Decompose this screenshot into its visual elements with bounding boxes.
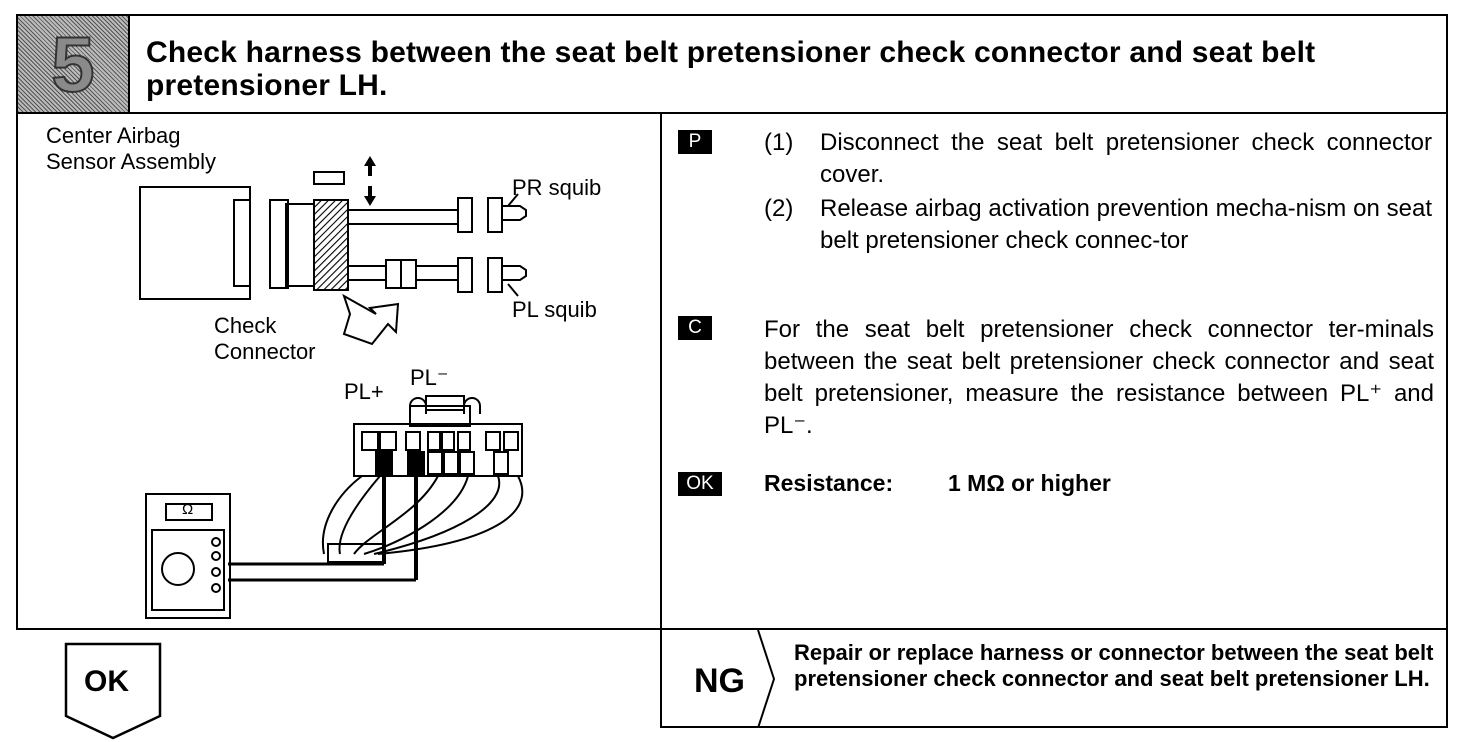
check-connector-label-line1: Check [214,313,277,338]
c-tag: C [678,316,712,340]
check-connector-shape [313,199,349,291]
pl-plus-label: PL+ [344,379,384,404]
diagram-illustration [139,156,527,619]
ok-resistance-value: 1 MΩ or higher [948,470,1111,496]
step-number: 5 [50,19,95,109]
ok-result-label: OK [84,665,129,698]
center-airbag-label-line1: Center Airbag [46,123,181,148]
center-airbag-label-line2: Sensor Assembly [46,149,216,174]
step1-text: Disconnect the seat belt pretensioner ch… [820,129,1432,188]
step2-text: Release airbag activation prevention mec… [820,195,1432,254]
ok-arrow-shape [64,642,162,740]
ng-result-text: Repair or replace harness or connector b… [794,640,1434,691]
pl-minus-label: PL⁻ [410,365,449,390]
step-title: Check harness between the seat belt pret… [146,36,1316,102]
ng-result-label: NG [694,662,745,700]
p-tag: P [678,130,712,154]
ng-result-box [660,630,1448,728]
step-number-box: 5 [18,16,130,112]
check-connector-label-line2: Connector [214,339,316,364]
step-body: Center Airbag Sensor Assembly PR squib P… [16,112,1448,630]
c-text: For the seat belt pretensioner check con… [764,316,1434,439]
pr-squib-label: PR squib [512,175,602,200]
ok-resistance-label: Resistance: [764,470,894,496]
column-divider [660,114,662,628]
ng-chevron-icon [757,630,776,728]
step-header: 5 Check harness between the seat belt pr… [16,14,1448,114]
step1-number: (1) [764,129,794,156]
wiring-diagram: Center Airbag Sensor Assembly PR squib P… [18,114,660,628]
ohm-symbol: Ω [182,501,194,518]
step2-number: (2) [764,195,794,222]
pl-squib-label: PL squib [512,297,597,322]
ok-tag: OK [678,472,722,496]
